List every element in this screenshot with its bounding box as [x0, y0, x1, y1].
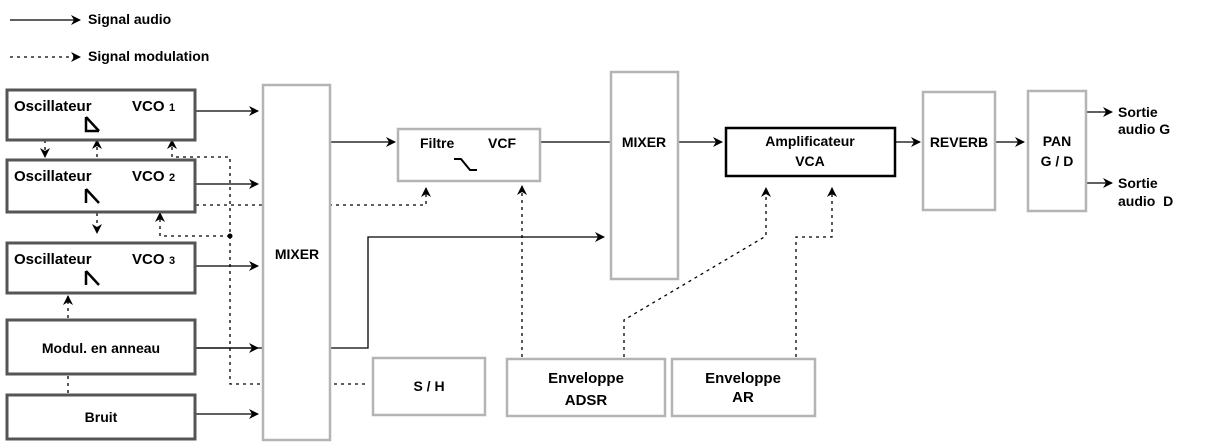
amplifier-block: Amplificateur VCA: [724, 126, 897, 178]
envelope-adsr-line2: ADSR: [565, 392, 608, 409]
mod-link-sh-to-vco3: [155, 212, 230, 237]
envelope-ar-line2: AR: [732, 389, 754, 406]
envelope-adsr-line1: Enveloppe: [548, 370, 624, 387]
legend: Signal audio Signal modulation: [10, 11, 209, 64]
mixer2-label: MIXER: [622, 134, 666, 150]
vco3-title: Oscillateur: [14, 251, 92, 268]
outputs: Sortie audio G Sortie audio D: [1118, 104, 1173, 209]
envelope-adsr-block: Enveloppe ADSR: [505, 357, 667, 418]
noise-block: Bruit: [5, 393, 197, 441]
vco2-title: Oscillateur: [14, 168, 92, 185]
mod-link-adsr-to-amp: [623, 187, 771, 357]
ring-modulator-block: Modul. en anneau: [5, 318, 197, 376]
vco2-index: 2: [169, 172, 175, 184]
filter-label: Filtre: [420, 135, 454, 151]
vco2-block: Oscillateur VCO 2: [5, 158, 197, 214]
vco2-suffix: VCO: [132, 168, 165, 185]
vco1-suffix: VCO: [132, 98, 165, 115]
sample-hold-block: S / H: [371, 356, 487, 417]
reverb-label: REVERB: [930, 134, 988, 150]
filter-block: Filtre VCF: [396, 127, 542, 183]
vco1-index: 1: [169, 102, 175, 114]
sh-bus-junction: [227, 233, 233, 239]
envelope-ar-line1: Enveloppe: [705, 370, 781, 387]
output-right-line1: Sortie: [1118, 175, 1158, 191]
sawtooth-ramp-icon: [85, 116, 100, 132]
sample-hold-label: S / H: [413, 378, 444, 394]
sawtooth-waveform-icon: [84, 117, 99, 133]
mixer1-label: MIXER: [275, 246, 319, 262]
vco3-block: Oscillateur VCO 3: [5, 241, 197, 295]
pan-block: PAN G / D: [1026, 89, 1088, 213]
lowpass-curve-icon: [454, 158, 477, 171]
mod-link-ar-to-amp: [795, 187, 837, 357]
vco1-block: Oscillateur VCO 1: [5, 88, 197, 142]
mixer2-block: MIXER: [609, 70, 680, 281]
legend-modulation-label: Signal modulation: [88, 48, 209, 64]
vco3-index: 3: [169, 255, 175, 267]
sawtooth-ramp-icon: [85, 188, 100, 204]
audio-link-ringmod-mixer2: [196, 232, 605, 349]
modulation-links: [40, 139, 837, 393]
output-left-line2: audio G: [1118, 121, 1170, 137]
filter-suffix: VCF: [488, 135, 516, 151]
vco1-title: Oscillateur: [14, 98, 92, 115]
legend-audio-label: Signal audio: [88, 11, 171, 27]
vco3-suffix: VCO: [132, 251, 165, 268]
pan-line1: PAN: [1043, 133, 1072, 149]
output-left-line1: Sortie: [1118, 104, 1158, 120]
sawtooth-ramp-icon: [85, 270, 100, 286]
blocks: Oscillateur VCO 1 Oscillateur VCO 2 Osci…: [5, 70, 1088, 442]
ring-modulator-label: Modul. en anneau: [42, 340, 160, 356]
pan-line2: G / D: [1041, 153, 1074, 169]
envelope-ar-block: Enveloppe AR: [670, 357, 817, 418]
output-right-line2: audio D: [1118, 193, 1173, 209]
amplifier-line1: Amplificateur: [765, 133, 855, 149]
reverb-block: REVERB: [921, 90, 997, 212]
noise-label: Bruit: [85, 409, 118, 425]
amplifier-line2: VCA: [795, 153, 825, 169]
mixer1-block: MIXER: [261, 83, 332, 442]
